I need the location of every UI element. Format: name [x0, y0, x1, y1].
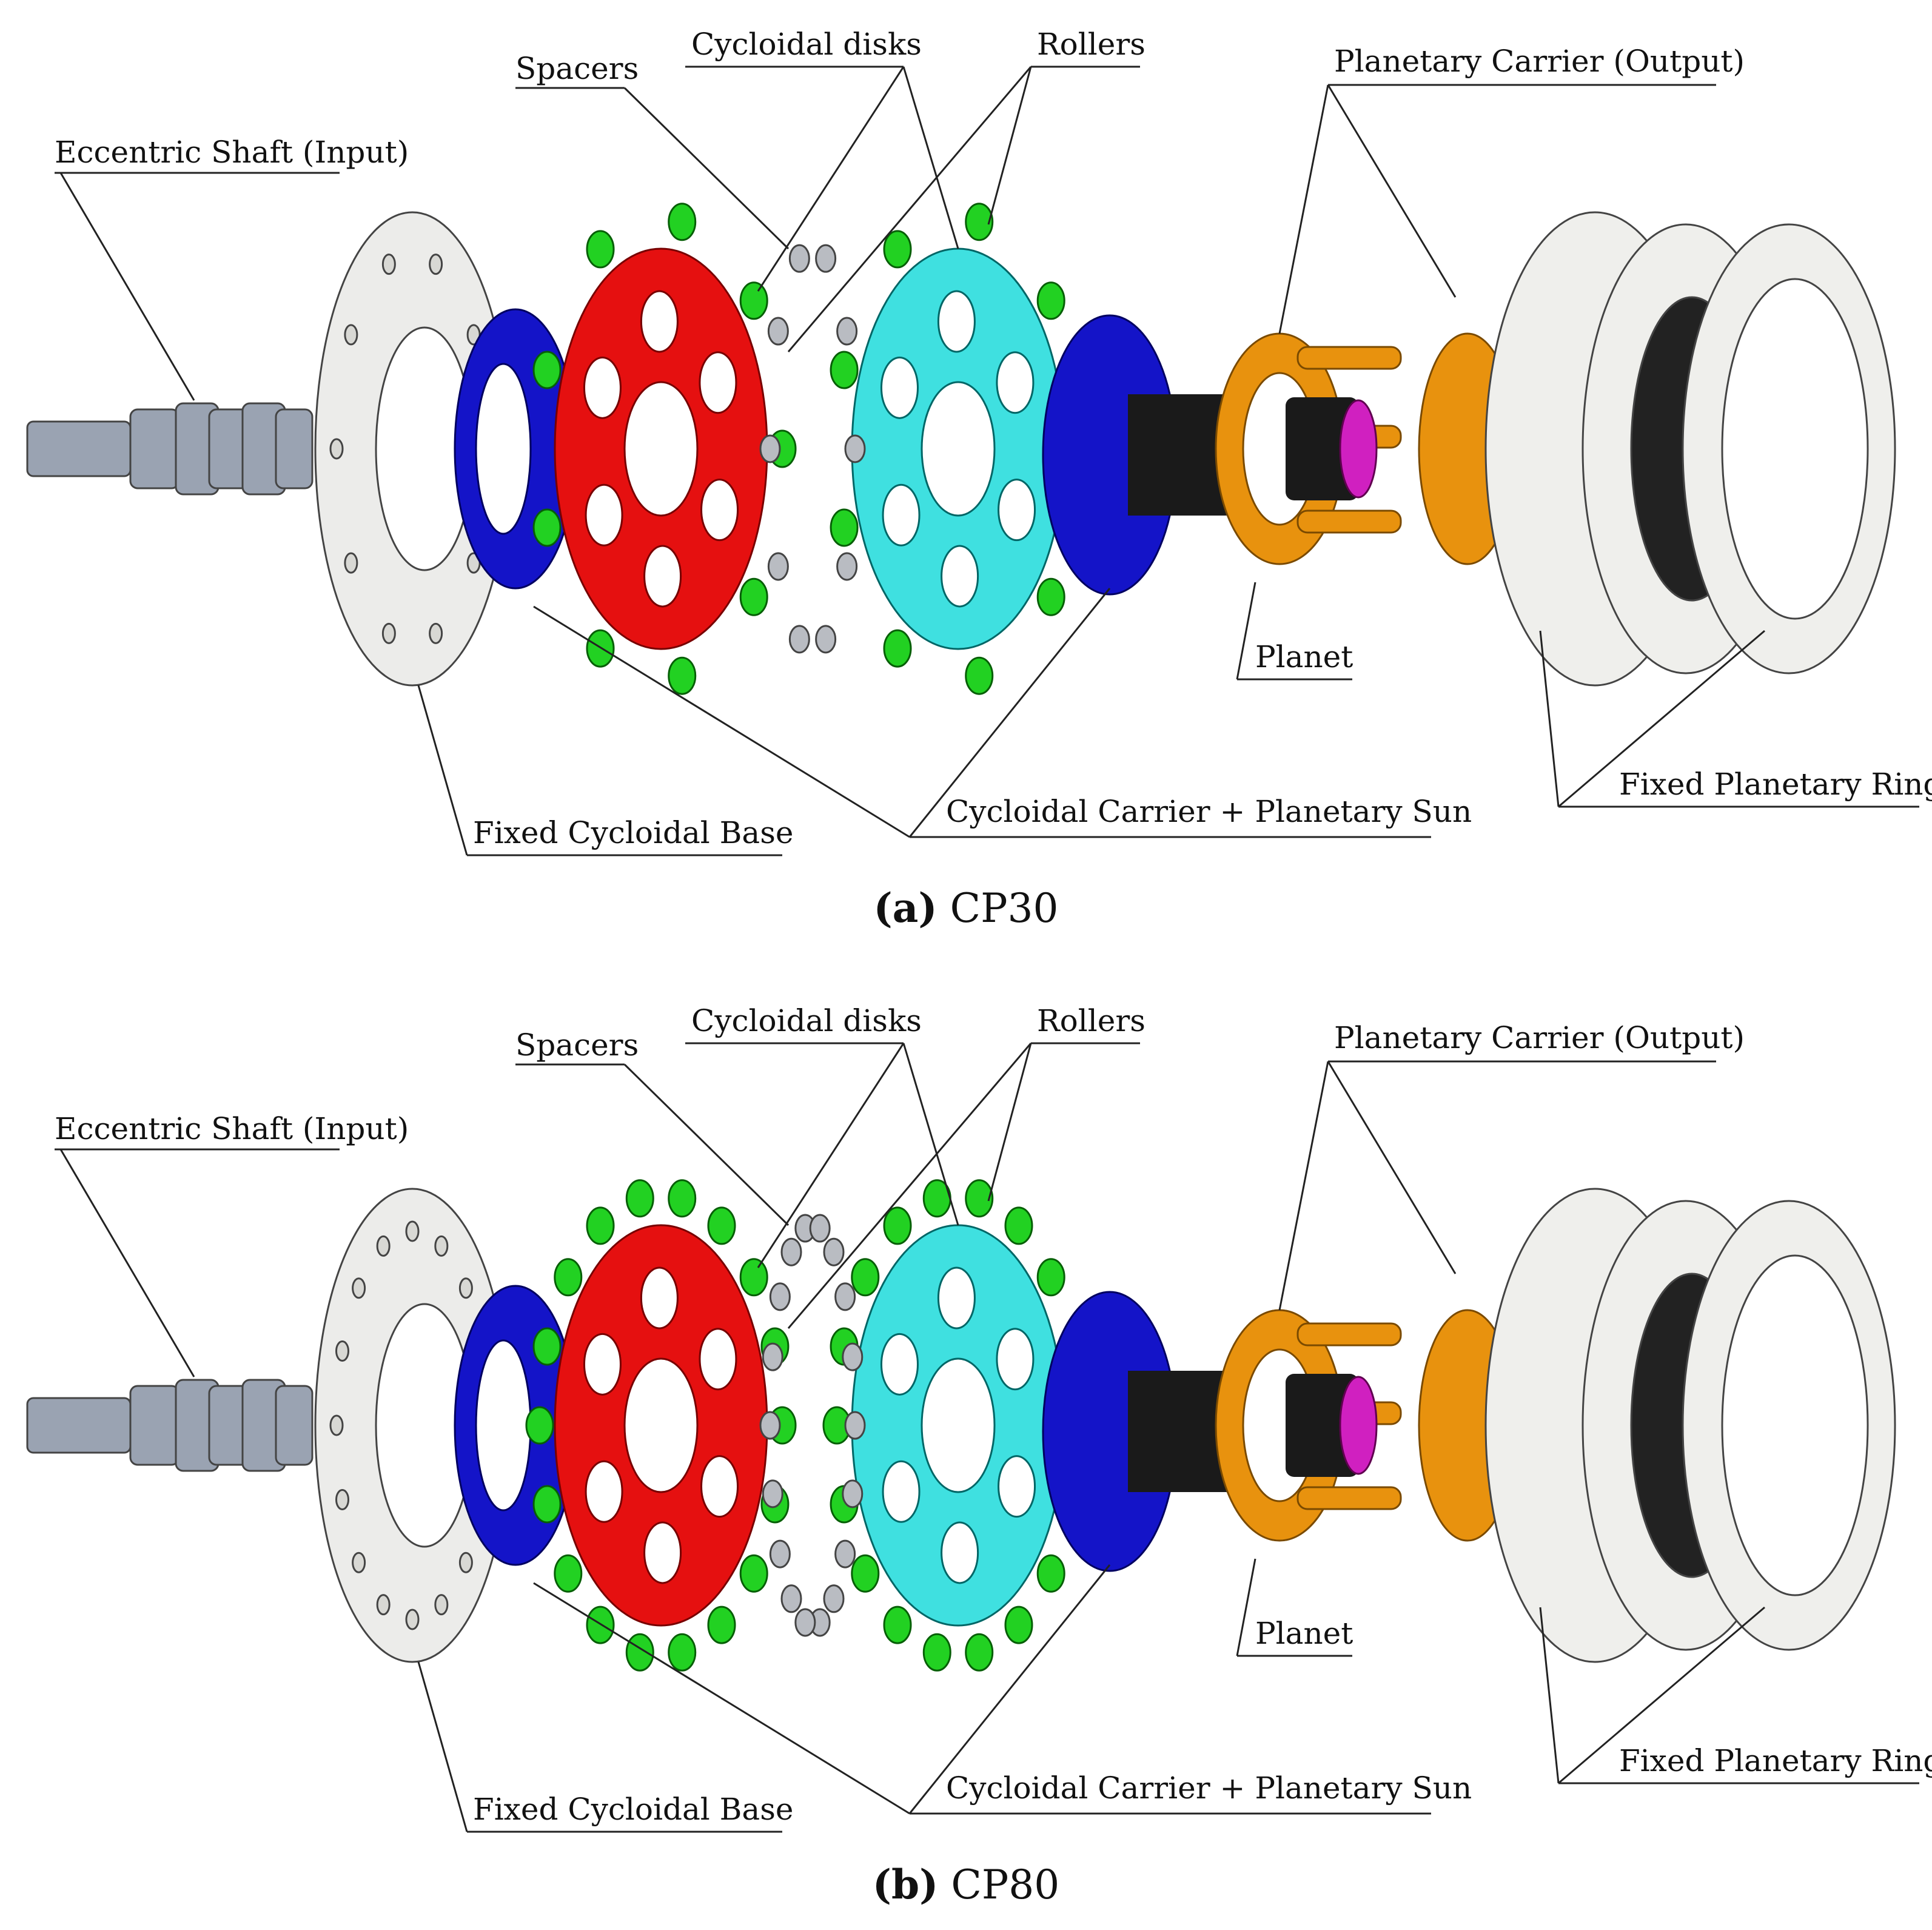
fixed-planetary-ring	[1484, 211, 1896, 687]
callout-cycloidal-carrier-sun: Cycloidal Carrier + Planetary Sun	[533, 588, 1472, 838]
panel-b: Eccentric Shaft (Input)SpacersCycloidal …	[26, 1003, 1932, 1908]
callout-cycloidal-carrier-sun: Cycloidal Carrier + Planetary Sun	[533, 1564, 1472, 1815]
fixed-planetary-ring-label: Fixed Planetary Ring	[1619, 767, 1932, 802]
caption-text: CP80	[938, 1861, 1059, 1908]
caption-tag: (b)	[873, 1861, 939, 1908]
spacers	[759, 244, 866, 654]
planetary-carrier-label: Planetary Carrier (Output)	[1334, 1020, 1745, 1055]
callout-planetary-carrier: Planetary Carrier (Output)	[1278, 44, 1745, 334]
planetary-sun	[1042, 314, 1231, 596]
cycloidal-carrier-sun-label: Cycloidal Carrier + Planetary Sun	[946, 1770, 1472, 1806]
cycloidal-disks-label: Cycloidal disks	[691, 1003, 922, 1038]
callout-fixed-planetary-ring: Fixed Planetary Ring	[1539, 630, 1932, 808]
callout-fixed-cycloidal-base: Fixed Cycloidal Base	[417, 1661, 793, 1833]
caption-tag: (a)	[873, 884, 937, 932]
callout-fixed-planetary-ring: Fixed Planetary Ring	[1539, 1606, 1932, 1784]
cycloidal-carrier-sun-label: Cycloidal Carrier + Planetary Sun	[946, 794, 1472, 829]
fixed-planetary-ring	[1484, 1188, 1896, 1663]
planet	[1286, 397, 1378, 500]
planetary-carrier-label: Planetary Carrier (Output)	[1334, 44, 1745, 79]
planetary-sun	[1042, 1291, 1231, 1572]
spacers	[759, 1214, 866, 1637]
panel-caption: (a) CP30	[873, 884, 1058, 932]
cycloidal-disk-cyan	[851, 1224, 1065, 1627]
callout-planetary-carrier: Planetary Carrier (Output)	[1278, 1020, 1745, 1311]
callout-rollers: Rollers	[787, 1003, 1145, 1329]
callout-planet: Planet	[1236, 582, 1353, 681]
rollers-label: Rollers	[1037, 1003, 1145, 1038]
planet	[1286, 1374, 1378, 1477]
eccentric-shaft	[26, 1379, 314, 1472]
callout-fixed-cycloidal-base: Fixed Cycloidal Base	[417, 685, 793, 856]
cycloidal-disks-label: Cycloidal disks	[691, 27, 922, 62]
panel-caption: (b) CP80	[873, 1861, 1059, 1908]
callout-spacers: Spacers	[515, 51, 790, 250]
rollers-label: Rollers	[1037, 27, 1145, 62]
callout-eccentric-shaft: Eccentric Shaft (Input)	[55, 1111, 409, 1377]
cycloidal-disk-red	[554, 1224, 768, 1627]
cycloidal-disk-red	[554, 247, 768, 650]
callout-planet: Planet	[1236, 1558, 1353, 1657]
eccentric-shaft	[26, 402, 314, 496]
fixed-cycloidal-base	[314, 1188, 511, 1663]
callout-cycloidal-disks: Cycloidal disks	[685, 27, 959, 292]
eccentric-shaft-label: Eccentric Shaft (Input)	[55, 1111, 409, 1146]
fixed-planetary-ring-label: Fixed Planetary Ring	[1619, 1743, 1932, 1778]
spacers-label: Spacers	[515, 1027, 639, 1063]
callout-rollers: Rollers	[787, 27, 1145, 352]
callout-spacers: Spacers	[515, 1027, 790, 1226]
callout-cycloidal-disks: Cycloidal disks	[685, 1003, 959, 1268]
cycloidal-disk-cyan	[851, 247, 1065, 650]
callout-eccentric-shaft: Eccentric Shaft (Input)	[55, 135, 409, 401]
fixed-cycloidal-base-label: Fixed Cycloidal Base	[473, 1792, 793, 1827]
fixed-cycloidal-base-label: Fixed Cycloidal Base	[473, 815, 793, 850]
caption-text: CP30	[937, 885, 1059, 932]
panel-a: Eccentric Shaft (Input)SpacersCycloidal …	[26, 27, 1932, 932]
spacers-label: Spacers	[515, 51, 639, 86]
eccentric-shaft-label: Eccentric Shaft (Input)	[55, 135, 409, 170]
planet-label: Planet	[1255, 1616, 1353, 1651]
planet-label: Planet	[1255, 639, 1353, 674]
